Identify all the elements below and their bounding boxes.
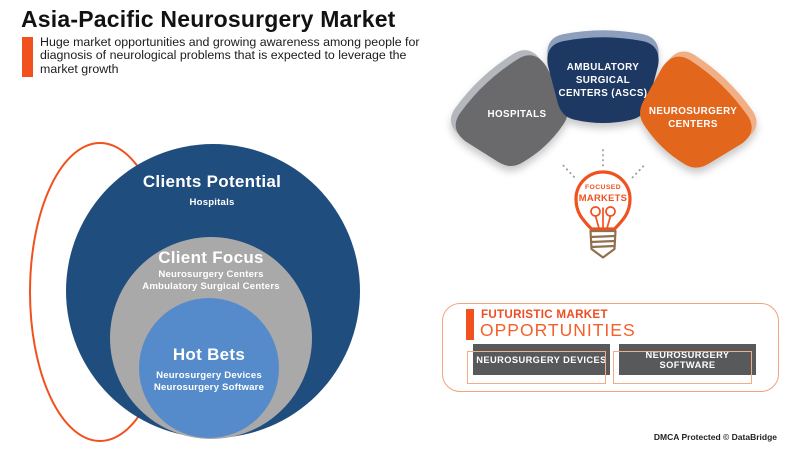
bulb-filament	[590, 206, 616, 231]
ring-title-client-focus: Client Focus	[158, 248, 264, 267]
ring-item: Ambulatory Surgical Centers	[142, 280, 280, 292]
dashed-connectors	[562, 149, 645, 182]
petal-label-ascs: AMBULATORY SURGICAL CENTERS (ASCS)	[558, 62, 648, 99]
petal-label-neurosurgery-centers: NEUROSURGERY CENTERS	[648, 106, 738, 130]
ring-item: Neurosurgery Centers	[158, 269, 264, 280]
ring-item: Neurosurgery Software	[153, 381, 265, 393]
neurosurgery-devices-button[interactable]: NEUROSURGERY DEVICES	[467, 344, 610, 384]
opportunities-kicker: FUTURISTIC MARKET	[481, 308, 608, 321]
ring-items-hot-bets: Neurosurgery Devices Neurosurgery Softwa…	[109, 370, 309, 393]
ring-item: Hospitals	[189, 197, 235, 208]
ring-title-clients-potential: Clients Potential	[142, 172, 282, 191]
dmca-watermark: DMCA Protected © DataBridge	[653, 432, 777, 442]
page-subtitle: Huge market opportunities and growing aw…	[40, 35, 420, 76]
opportunities-accent-bar	[466, 309, 474, 340]
ring-item: Neurosurgery Devices	[156, 370, 262, 381]
lightbulb-icon	[574, 170, 632, 259]
ring-items-clients-potential: Hospitals	[112, 197, 312, 209]
ring-title-hot-bets: Hot Bets	[172, 345, 246, 364]
subtitle-accent-bar	[22, 37, 33, 77]
page-title: Asia-Pacific Neurosurgery Market	[21, 6, 396, 32]
opportunities-panel: FUTURISTIC MARKET OPPORTUNITIES NEUROSUR…	[442, 303, 779, 392]
venn-circle-hot-bets	[139, 298, 279, 438]
opportunities-title: OPPORTUNITIES	[480, 320, 636, 340]
bulb-base	[589, 229, 617, 259]
petal-label-hospitals: HOSPITALS	[487, 109, 547, 120]
focused-markets-label: FOCUSED MARKETS	[578, 184, 628, 203]
ring-items-client-focus: Neurosurgery Centers Ambulatory Surgical…	[111, 269, 311, 292]
neurosurgery-software-button[interactable]: NEUROSURGERY SOFTWARE	[613, 344, 756, 384]
